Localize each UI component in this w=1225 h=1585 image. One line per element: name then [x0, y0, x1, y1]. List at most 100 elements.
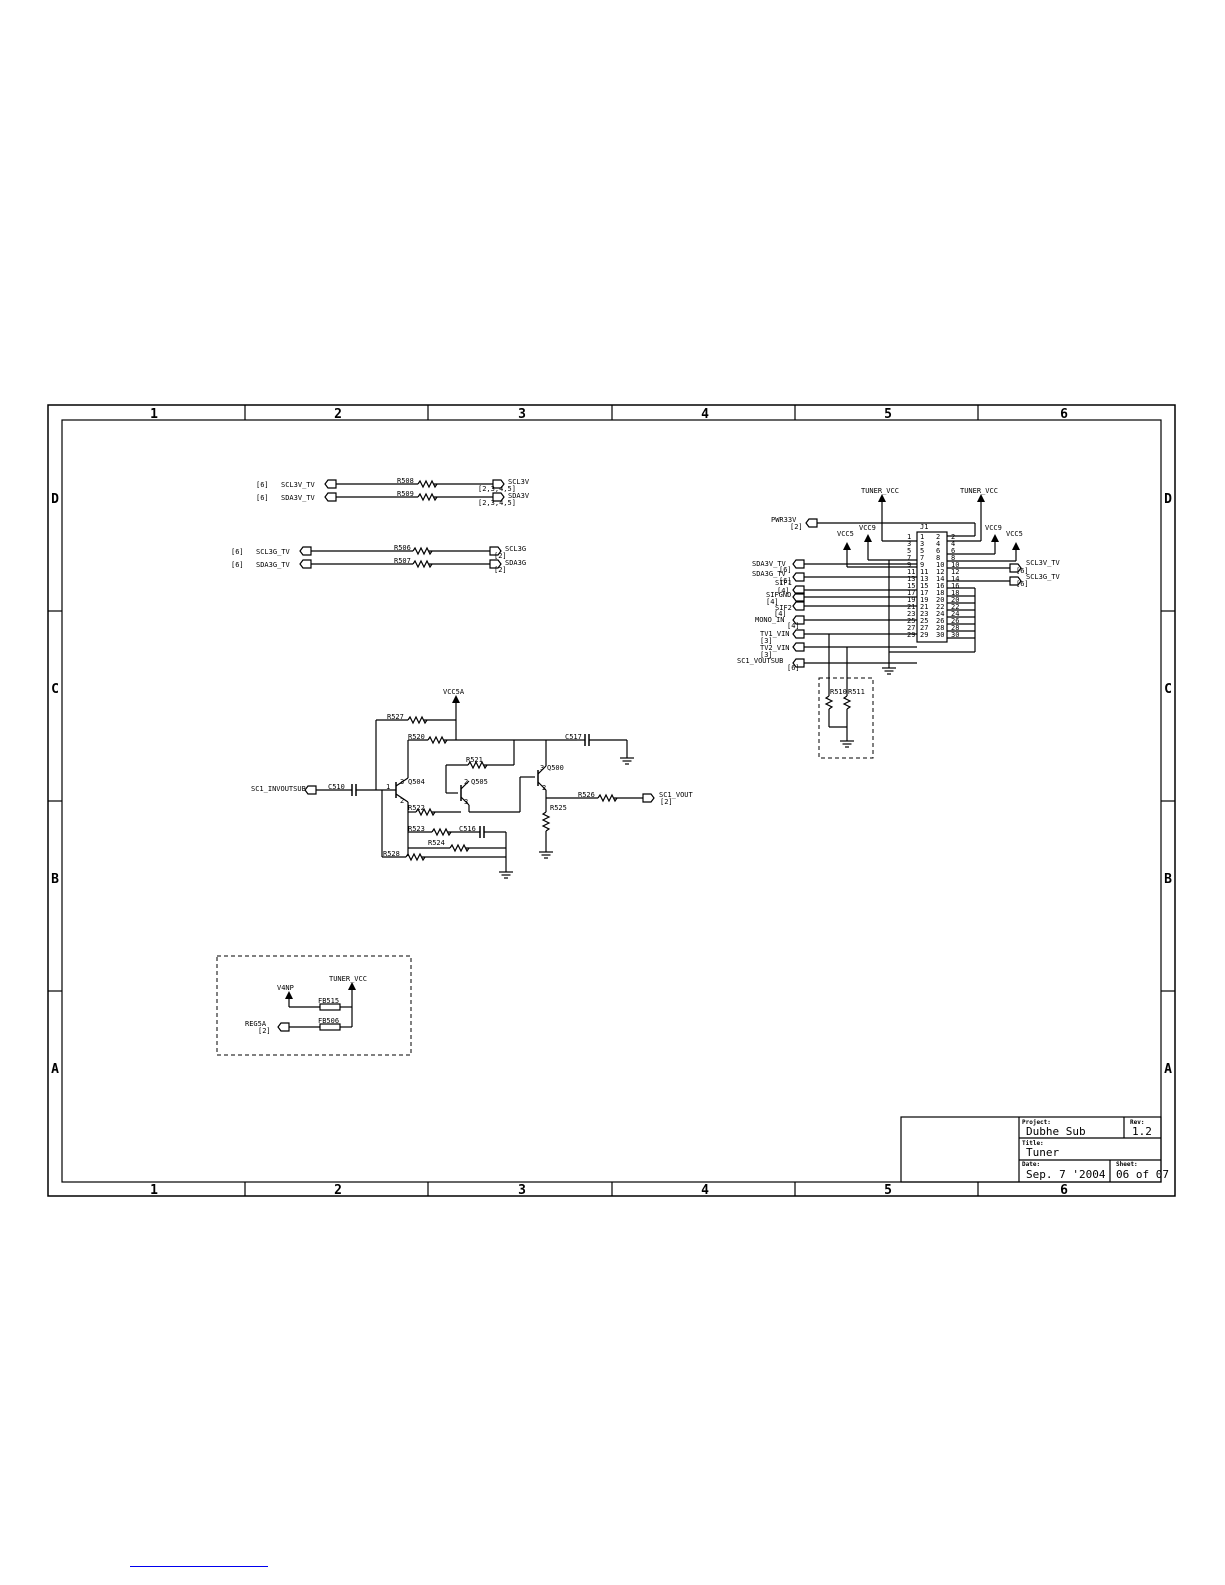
resistor-r524 [449, 843, 470, 853]
net-scl3g-tv-j1: SCL3G_TV [1026, 573, 1061, 581]
j1-pin-outer-25: 25 [907, 617, 915, 625]
zone-col-5-top: 5 [884, 407, 892, 422]
net-vcc5-left: VCC5 [837, 530, 854, 538]
label-q505: Q505 [471, 778, 488, 786]
j1-pin-outer-23: 23 [907, 610, 915, 618]
j1-pin-17: 17 [920, 589, 928, 597]
resistor-r509 [417, 492, 438, 502]
net-sifgnd: SIFGND [766, 591, 791, 599]
j1-pin-19: 19 [920, 596, 928, 604]
j1-pin-29: 29 [920, 631, 928, 639]
j1-left-signals: SDA3V_TV [6] SDA3G_TV [6] SIF1 [4] SIFGN… [737, 559, 917, 672]
tb-rev: 1.2 [1132, 1125, 1152, 1138]
j1-pin-outer-7: 7 [907, 554, 911, 562]
net-scl3g-tv: SCL3G_TV [256, 548, 291, 556]
j1-pin-outer-16: 16 [951, 582, 959, 590]
resistor-r510 [824, 695, 834, 710]
zone-row-b-right: B [1164, 872, 1172, 887]
zone-col-3-bottom: 3 [518, 1183, 526, 1198]
zone-col-3-top: 3 [518, 407, 526, 422]
q504-pin1: 1 [386, 783, 390, 791]
tb-sheet-label: Sheet: [1116, 1161, 1138, 1168]
j1-pin-outer-13: 13 [907, 575, 915, 583]
net-scl3g: SCL3G [505, 545, 526, 553]
j1-pins-left: 1133557799111113131515171719192121232325… [907, 533, 928, 639]
j1-pin-outer-26: 26 [951, 617, 959, 625]
drawing-frame [47, 404, 1176, 1197]
net-sc1-vout: SC1_VOUT [659, 791, 694, 799]
label-r526: R526 [578, 791, 595, 799]
j1-pin-outer-19: 19 [907, 596, 915, 604]
j1-pin-outer-17: 17 [907, 589, 915, 597]
label-r522: R522 [408, 804, 425, 812]
ref-sda3g: [2] [494, 566, 507, 574]
resistor-r511 [842, 695, 852, 710]
net-v4np: V4NP [277, 984, 294, 992]
q500-pin2: 2 [542, 784, 546, 792]
resistor-r507 [412, 559, 433, 569]
label-r520: R520 [408, 733, 425, 741]
label-j1: J1 [920, 523, 928, 531]
net-tuner-vcc-d2: TUNER_VCC [960, 487, 998, 495]
label-r525: R525 [550, 804, 567, 812]
tb-date-label: Date: [1022, 1161, 1040, 1168]
q504-pin3: 3 [400, 778, 404, 786]
zone-row-c-right: C [1164, 682, 1172, 697]
net-pwr33v: PWR33V [771, 516, 797, 524]
j1-pin-outer-5: 5 [907, 547, 911, 555]
j1-pin-outer-24: 24 [951, 610, 959, 618]
tb-date: Sep. 7 '2004 [1026, 1168, 1106, 1181]
i2c-3v-resistors: [6] SCL3V_TV [6] SDA3V_TV R508 R509 SCL3… [256, 477, 530, 507]
j1-pin-outer-30: 30 [951, 631, 959, 639]
j1-pin-outer-3: 3 [907, 540, 911, 548]
net-tv2-vin: TV2_VIN [760, 644, 790, 652]
j1-pin-5: 5 [920, 547, 924, 555]
ref-mono-in: [4] [787, 622, 800, 630]
j1-pin-outer-6: 6 [951, 547, 955, 555]
tb-title-label: Title: [1022, 1140, 1044, 1147]
label-r509: R509 [397, 490, 414, 498]
net-scl3v-tv-j1: SCL3V_TV [1026, 559, 1061, 567]
i2c-3g-resistors: [6] SCL3G_TV [6] SDA3G_TV R506 R507 SCL3… [231, 544, 526, 574]
zone-col-6-top: 6 [1060, 407, 1068, 422]
ref-sif1: [4] [777, 587, 790, 595]
net-sda3g-tv-j1: SDA3G_TV [752, 570, 787, 578]
j1-right-signals: SCL3V_TV [6] SCL3G_TV [6] [881, 559, 1061, 675]
j1-pin-outer-28: 28 [951, 624, 959, 632]
ref-sifgnd: [4] [766, 598, 779, 606]
label-r511: R511 [848, 688, 865, 696]
j1-pin-2: 2 [936, 533, 940, 541]
j1-pin-3: 3 [920, 540, 924, 548]
footer-link-underline[interactable] [130, 1566, 268, 1567]
resistor-r520 [427, 735, 448, 745]
j1-pin-24: 24 [936, 610, 944, 618]
net-scl3v: SCL3V [508, 478, 530, 486]
ref-scl3g: [2] [494, 552, 507, 560]
zone-row-c-left: C [51, 682, 59, 697]
video-buffer-circuit: VCC5A R527 R520 C517 R521 SC1_ [251, 688, 694, 879]
j1-pin-14: 14 [936, 575, 944, 583]
net-tv1-vin: TV1_VIN [760, 630, 790, 638]
j1-pin-outer-20: 20 [951, 596, 959, 604]
zone-row-b-left: B [51, 872, 59, 887]
j1-pin-15: 15 [920, 582, 928, 590]
label-r508: R508 [397, 477, 414, 485]
zone-col-2-bottom: 2 [334, 1183, 342, 1198]
label-fb515: FB515 [318, 997, 339, 1005]
resistor-r521 [467, 760, 488, 770]
resistor-r527 [407, 715, 428, 725]
label-r527: R527 [387, 713, 404, 721]
label-q500: Q500 [547, 764, 564, 772]
j1-pin-30: 30 [936, 631, 944, 639]
ref-sda3v-tv: [6] [256, 494, 269, 502]
net-sc1-invoutsub: SC1_INVOUTSUB [251, 785, 306, 793]
j1-pin-6: 6 [936, 547, 940, 555]
label-fb506: FB506 [318, 1017, 339, 1025]
label-c517: C517 [565, 733, 582, 741]
net-sda3v-tv-j1: SDA3V_TV [752, 560, 787, 568]
j1-pin-outer-22: 22 [951, 603, 959, 611]
q500-pin3: 3 [540, 764, 544, 772]
j1-pin-28: 28 [936, 624, 944, 632]
